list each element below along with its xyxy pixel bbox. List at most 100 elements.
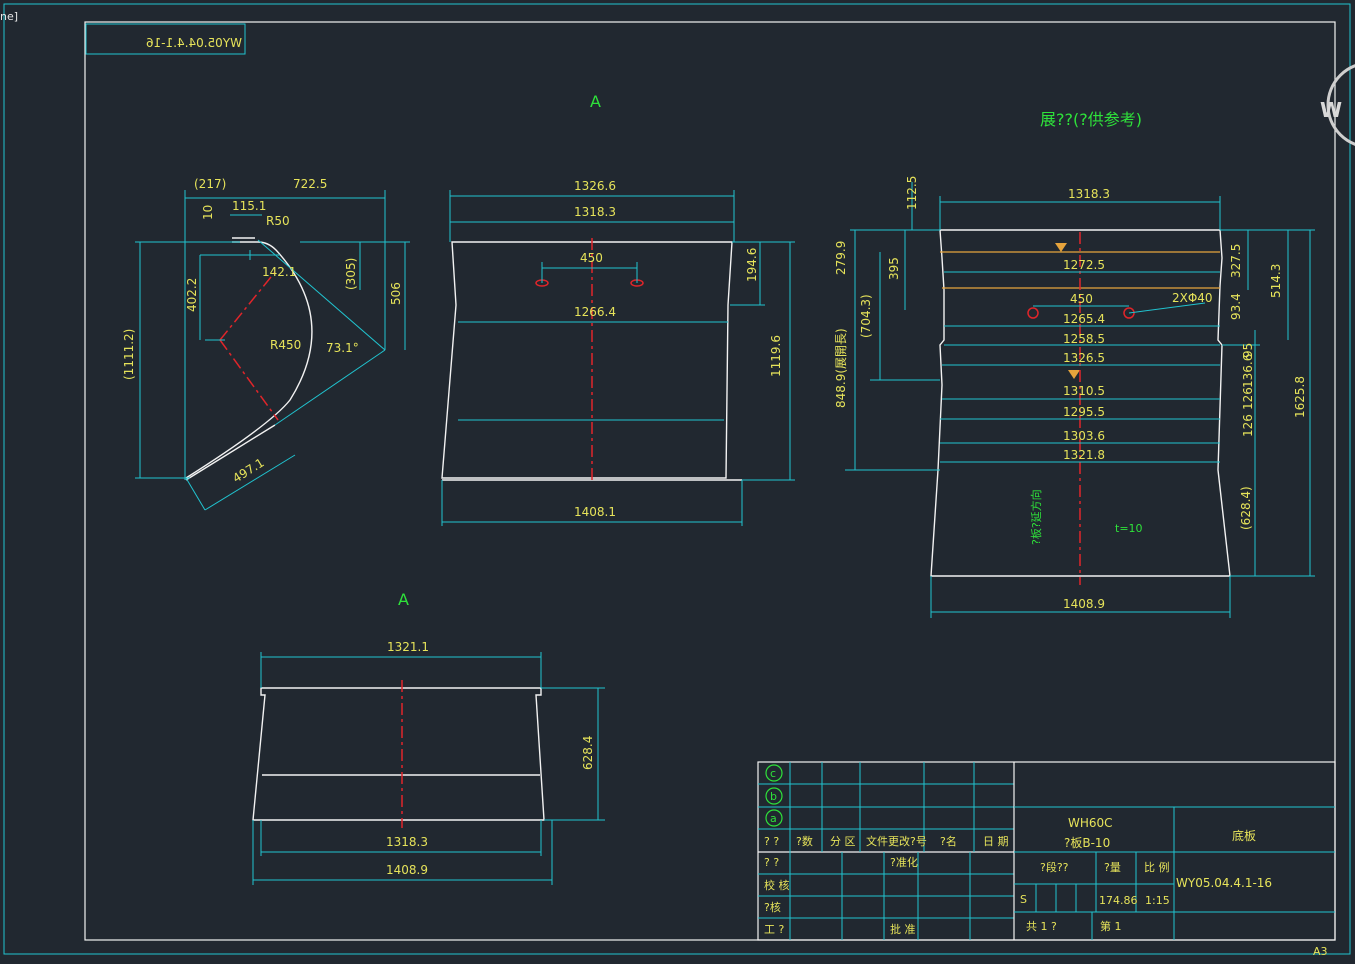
material-1: WH60C [1068,816,1113,830]
hdr-zone: 分 区 [830,835,856,848]
dim-1318: 1318.3 [574,205,616,219]
dim-506: 506 [389,282,403,305]
dim-115: 115.1 [232,199,266,213]
dim-450: 450 [580,251,603,265]
hdr-count: ?数 [796,835,813,848]
stage-s: S [1020,893,1027,906]
dim-u1326: 1326.5 [1063,351,1105,365]
dim-126a: 126 [1241,387,1255,410]
side-centerline [219,339,279,421]
rev-circle-a [765,809,783,827]
dim-1303: 1303.6 [1063,429,1105,443]
corner-mark-icon: W [1320,64,1355,146]
sheet-no: 第 1 [1100,919,1122,933]
dim-u1318: 1318.3 [1068,187,1110,201]
stamp-box [85,23,246,55]
marker-icon-top [1055,243,1067,252]
dim-u628: (628.4) [1239,486,1253,530]
view-label-bottom: A [398,590,409,609]
dim-217: (217) [194,177,226,191]
rev-circle-c [765,764,783,782]
rev-c: c [770,767,776,780]
approve: 批 准 [890,922,916,936]
dim-497: 497.1 [230,455,267,485]
drawing-no: WY05.04.4.1-16 [1176,876,1272,890]
hdr-docno: 文件更改?号 [866,834,927,848]
dim-305: (305) [344,258,358,290]
stage: ?段?? [1040,860,1069,874]
row-design: ? ? [764,856,779,869]
dim-142: 142.1 [262,265,296,279]
dim-1310: 1310.5 [1063,384,1105,398]
title-block: c b a ? ? ?数 分 区 文件更改?号 ?名 日 期 ? ? 校 核 ?… [757,761,1336,958]
dim-112: 112.5 [905,176,919,210]
front-view: 1326.6 1318.3 450 1266.4 1408.1 194.6 11… [441,179,795,526]
dim-395: 395 [887,257,901,280]
dim-10: 10 [201,205,215,220]
dim-1266: 1266.4 [574,305,616,319]
rev-circle-b [765,787,783,805]
direction-note: ?板?延方向 [1029,489,1043,545]
outer-frame [3,3,1351,955]
bottom-outline [252,687,545,821]
dim-1119: 1119.6 [769,335,783,377]
row-process: 工 ? [764,923,784,936]
dim-514: 514.3 [1269,264,1283,298]
dim-1272: 1272.5 [1063,258,1105,272]
inner-frame [84,21,1336,941]
dim-93: 93.4 [1229,293,1243,320]
dim-b628: 628.4 [581,736,595,770]
unfold-label: 展??(?供参考) [1040,110,1142,129]
dim-279: 279.9 [834,241,848,275]
dim-b1408: 1408.9 [386,863,428,877]
dim-73: 73.1° [326,341,359,355]
weight-label: ?量 [1104,861,1121,874]
sheet-size: A3 [1313,945,1328,958]
dim-194: 194.6 [745,248,759,282]
hole-icon-unfold-right [1123,307,1135,319]
bottom-view: 1321.1 628.4 1318.3 1408.9 [252,640,605,885]
dim-95: 95 [1241,343,1255,358]
row-review: ?核 [764,900,781,914]
view-label-top: A [590,92,601,111]
dim-1258: 1258.5 [1063,332,1105,346]
marker-icon-mid [1068,370,1080,379]
dim-1625: 1625.8 [1293,376,1307,418]
dim-1321: 1321.8 [1063,448,1105,462]
dim-1295: 1295.5 [1063,405,1105,419]
side-profile-outer [185,241,313,479]
scale: 1:15 [1145,894,1170,907]
dim-u450: 450 [1070,292,1093,306]
rev-a: a [770,812,777,825]
dim-722: 722.5 [293,177,327,191]
svg-text:W: W [1320,98,1342,122]
dim-r50: R50 [266,214,290,228]
dim-holes: 2XΦ40 [1172,291,1213,305]
thickness-note: t=10 [1115,522,1143,535]
side-view: (217) 722.5 115.1 R50 142.1 R450 73.1° 1… [122,177,410,511]
dim-b1321: 1321.1 [387,640,429,654]
front-outline [441,241,733,479]
dim-402: 402.2 [185,278,199,312]
dim-r450: R450 [270,338,301,352]
dim-b1318: 1318.3 [386,835,428,849]
corner-label: ne] [0,10,18,23]
dim-704: (704.3) [859,294,873,338]
dim-327: 327.5 [1229,244,1243,278]
hdr-mark: ? ? [764,835,779,848]
dim-1265: 1265.4 [1063,312,1105,326]
hdr-sign: ?名 [940,834,957,848]
standardize: ?准化 [890,855,918,869]
hole-icon-unfold-left [1027,307,1039,319]
unfold-outline [930,229,1231,577]
material-2: ?板B-10 [1064,836,1110,850]
dim-848: 848.9(展開長) [834,328,848,408]
dim-1111: (1111.2) [122,329,136,380]
stamp-mirrored: WY05.04.4.1-16 [146,36,242,50]
row-check: 校 核 [764,878,790,892]
dim-u1408: 1408.9 [1063,597,1105,611]
part-name: 底板 [1232,828,1256,843]
rev-b: b [770,790,777,803]
